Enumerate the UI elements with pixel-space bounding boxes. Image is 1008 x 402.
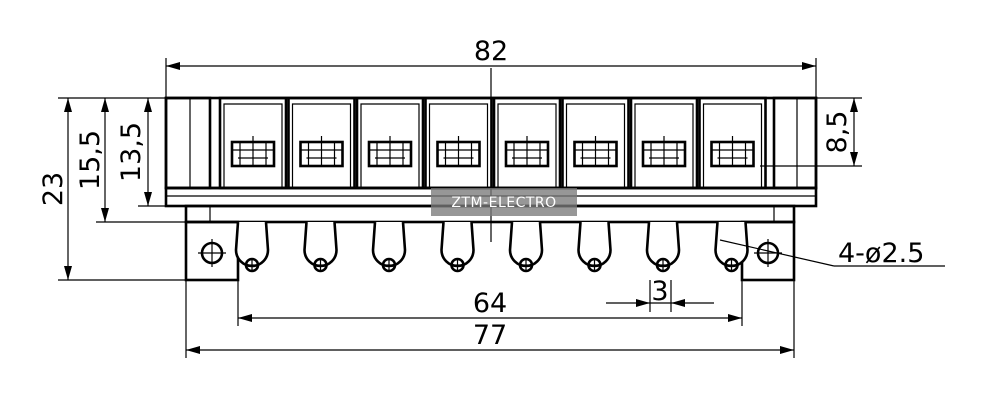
solder-tab [303, 221, 338, 273]
dim-overall-width: 82 [165, 36, 817, 98]
left-mounting-ear [184, 220, 240, 282]
dim-holes-callout: 4-ø2.5 [719, 238, 945, 269]
solder-tab [440, 221, 475, 273]
terminal-cell [287, 96, 356, 190]
solder-tab [508, 221, 544, 273]
solder-tab [645, 221, 681, 273]
solder-tabs [234, 221, 749, 273]
terminal-cell [218, 96, 288, 190]
terminal-cell [561, 96, 630, 190]
terminal-cell [355, 96, 425, 190]
dim-height-mid-label: 15,5 [75, 130, 106, 190]
dim-height-inner-label: 13,5 [116, 122, 147, 182]
terminal-cells [218, 96, 767, 190]
dim-height-inner: 13,5 [116, 98, 186, 207]
dim-span-inner: 64 [237, 280, 743, 326]
dim-height-mid: 15,5 [75, 98, 186, 223]
watermark-text: ZTM-ELECTRO [451, 195, 556, 211]
solder-tab [371, 221, 407, 273]
solder-tab [714, 221, 749, 273]
dim-pitch: 3 [606, 276, 714, 312]
dim-right-height-label: 8,5 [822, 111, 853, 154]
dim-span-outer-label: 77 [473, 320, 507, 351]
terminal-cell [698, 96, 767, 190]
watermark: ZTM-ELECTRO [431, 188, 577, 216]
solder-tab [577, 221, 612, 273]
terminal-cell [492, 96, 562, 190]
solder-tab [234, 221, 270, 273]
dim-right-height: 8,5 [760, 97, 862, 167]
dim-height-total: 23 [38, 97, 186, 281]
dim-overall-width-label: 82 [474, 36, 508, 67]
dim-span-inner-label: 64 [473, 288, 507, 319]
terminal-cell [424, 96, 493, 190]
dim-pitch-label: 3 [651, 276, 668, 307]
dim-height-total-label: 23 [38, 172, 69, 206]
terminal-cell [629, 96, 699, 190]
dim-span-outer: 77 [185, 280, 795, 358]
dim-holes-label: 4-ø2.5 [838, 238, 924, 269]
